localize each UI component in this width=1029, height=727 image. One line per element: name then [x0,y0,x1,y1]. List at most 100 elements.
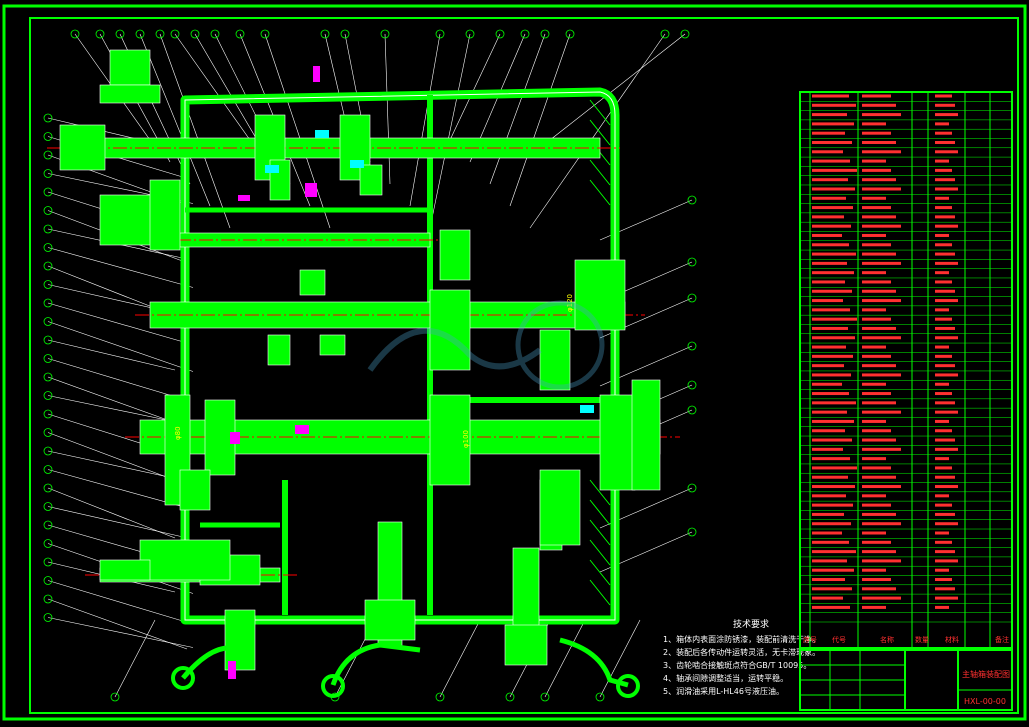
table-cell-text [862,531,886,535]
balloon-marker [660,29,670,39]
table-border [799,91,1013,649]
table-cell-text [935,373,958,377]
balloon-marker [43,557,53,567]
bearing [350,160,364,168]
table-cell-text [862,419,886,423]
table-cell-text [862,466,891,470]
balloon-marker [520,29,530,39]
table-cell-text [862,150,901,154]
balloon-marker [43,298,53,308]
balloon-marker [505,692,515,702]
table-cell-text [812,131,845,135]
table-cell-text [862,522,901,526]
table-cell-text [935,401,955,405]
table-cell-text [862,364,896,368]
table-cell-text [862,159,886,163]
table-cell-text [812,280,845,284]
balloon-marker [340,29,350,39]
table-cell-text [862,401,896,405]
watermark-logo [367,300,605,390]
table-cell-text [935,410,958,414]
table-cell-text [935,494,949,498]
table-cell-text [935,103,955,107]
notes-heading: 技术要求 [733,618,769,630]
balloon-marker [687,195,697,205]
drawing-title: 主轴箱装配图 [962,669,1010,679]
table-header-label: 数量 [915,635,929,644]
bearing [580,405,594,413]
table-cell-text [812,261,847,265]
table-cell-text [812,150,843,154]
table-cell-text [812,271,854,275]
leader-line [549,33,686,141]
table-cell-text [862,168,891,172]
table-cell-text [862,178,896,182]
balloon-marker [43,243,53,252]
table-cell-text [812,224,851,228]
balloon-marker [687,257,697,267]
balloon-marker [540,692,550,702]
balloon-marker [43,113,53,123]
leader-line [449,33,501,141]
table-cell-text [812,494,846,498]
table-cell-text [812,103,856,107]
leader-line [47,487,176,539]
balloon-marker [135,29,145,39]
table-cell-text [935,605,949,609]
table-cell-text [812,392,849,396]
table-cell-text [812,317,857,321]
leader-line [47,450,188,482]
table-header-label: 代号 [832,635,846,644]
table-cell-text [812,140,852,144]
table-cell-text [862,299,901,303]
table-cell-text [812,485,855,489]
table-cell-text [812,243,849,247]
table-cell-text [862,345,886,349]
leader-line [47,302,188,344]
table-cell-text [812,122,854,126]
table-cell-text [935,150,958,154]
leader-line [529,33,666,229]
table-cell-text [812,345,846,349]
leader-line [139,33,211,207]
table-cell-text [812,168,857,172]
balloon-marker [115,29,125,39]
table-cell-text [862,596,901,600]
balloon-marker [43,354,53,363]
table-cell-text [812,113,847,117]
table-cell-text [935,354,952,358]
note-item: 1、箱体内表面涂防锈漆，装配前清洗干净。 [663,634,820,644]
table-cell-text [935,308,949,312]
table-header-label: 名称 [880,635,894,644]
accent-marks [228,66,320,679]
table-cell-text [812,196,846,200]
table-cell-text [935,280,952,284]
table-header-label: 序号 [803,635,817,644]
table-cell-text [812,94,849,98]
table-cell-text [862,103,896,107]
table-cell-text [935,289,955,293]
table-cell-text [862,252,896,256]
table-cell-text [862,512,896,516]
gear [429,289,471,371]
table-cell-text [862,550,896,554]
table-cell-text [812,550,856,554]
balloon-marker [235,29,245,39]
table-cell-text [935,243,952,247]
balloon-marker [170,29,180,39]
table-cell-text [812,429,845,433]
table-cell-text [862,494,886,498]
table-cell-text [935,438,955,442]
table-cell-text [812,605,850,609]
balloon-marker [43,335,53,345]
table-cell-text [935,252,955,256]
balloon-marker [465,29,475,39]
table-cell-text [935,317,952,321]
table-cell-text [935,485,958,489]
table-cell-text [935,206,952,210]
table-cell-text [862,475,896,479]
table-cell-text [812,159,850,163]
table-cell-text [812,531,842,535]
table-cell-text [812,559,847,563]
balloon-marker [43,539,53,548]
